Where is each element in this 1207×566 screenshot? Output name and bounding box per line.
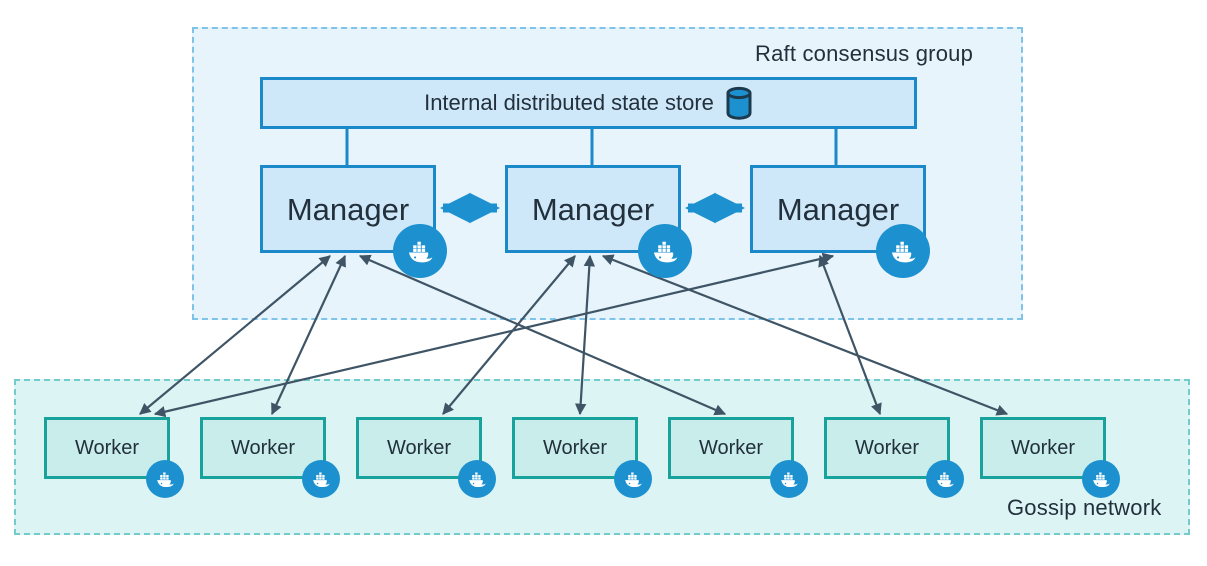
docker-whale-icon [770,460,808,498]
docker-whale-icon [302,460,340,498]
internal-state-store-node[interactable]: Internal distributed state store [260,77,917,129]
database-cylinder-icon [725,86,753,120]
docker-whale-icon [146,460,184,498]
worker-label: Worker [230,437,296,459]
docker-whale-icon [393,224,447,278]
raft-consensus-group-label: Raft consensus group [755,41,974,66]
manager-node-2[interactable]: Manager [505,165,681,253]
docker-whale-icon [876,224,930,278]
docker-whale-icon [458,460,496,498]
worker-label: Worker [854,437,920,459]
manager-label: Manager [776,191,900,227]
manager-label: Manager [286,191,410,227]
worker-label: Worker [1010,437,1076,459]
worker-node-3[interactable]: Worker [356,417,482,479]
worker-label: Worker [74,437,140,459]
gossip-network-label: Gossip network [1007,495,1162,520]
worker-label: Worker [386,437,452,459]
worker-label: Worker [698,437,764,459]
docker-whale-icon [1082,460,1120,498]
docker-whale-icon [638,224,692,278]
state-store-label: Internal distributed state store [424,90,714,115]
worker-label: Worker [542,437,608,459]
docker-whale-icon [614,460,652,498]
docker-whale-icon [926,460,964,498]
manager-label: Manager [531,191,655,227]
worker-node-5[interactable]: Worker [668,417,794,479]
